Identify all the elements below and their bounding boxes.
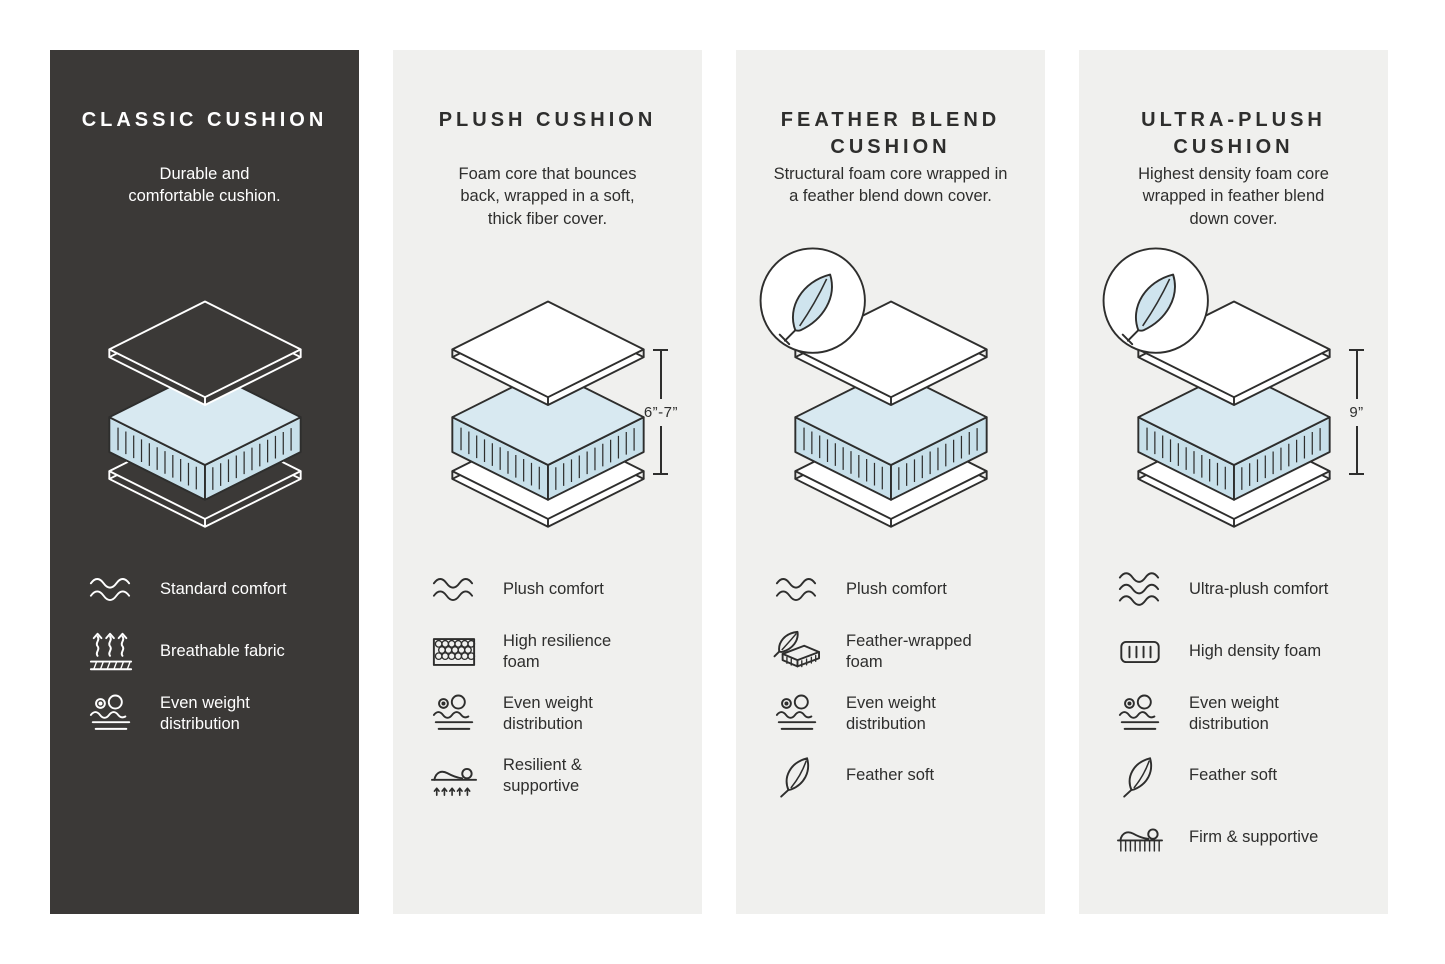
feature-row: Plush comfort bbox=[427, 567, 684, 613]
feature-row: Plush comfort bbox=[770, 567, 1027, 613]
card-classic-cushion: CLASSIC CUSHION Durable and comfortable … bbox=[50, 50, 359, 914]
feature-label: Resilient & supportive bbox=[503, 755, 582, 795]
feature-row: High resilience foam bbox=[427, 629, 684, 675]
feature-label: Ultra-plush comfort bbox=[1189, 580, 1329, 599]
cushion-illustration bbox=[50, 245, 359, 535]
high-resilience-foam-icon bbox=[427, 629, 481, 675]
feature-label: Even weight distribution bbox=[503, 693, 593, 733]
card-description: Structural foam core wrapped in a feathe… bbox=[773, 165, 1008, 206]
dimension-line bbox=[659, 425, 662, 473]
cushion-layers-diagram bbox=[759, 245, 1021, 535]
dimension-label: 6”-7” bbox=[643, 403, 678, 421]
comfort-waves-icon bbox=[84, 567, 138, 613]
feature-label: Feather soft bbox=[846, 766, 935, 785]
comfort-waves-icon bbox=[1113, 567, 1167, 613]
card-title: PLUSH CUSHION bbox=[438, 109, 657, 131]
cushion-illustration bbox=[736, 245, 1045, 535]
card-feather-blend-cushion: FEATHER BLEND CUSHION Structural foam co… bbox=[736, 50, 1045, 914]
card-description: Highest density foam core wrapped in fea… bbox=[1138, 165, 1329, 228]
feature-label: Feather-wrapped foam bbox=[846, 631, 972, 671]
feature-label: Breathable fabric bbox=[160, 642, 285, 661]
feature-label: Even weight distribution bbox=[160, 693, 250, 733]
feature-label: High density foam bbox=[1189, 642, 1322, 661]
feature-row: Feather-wrapped foam bbox=[770, 629, 1027, 675]
feature-list: Standard comfort Breathable fabric Even … bbox=[50, 567, 359, 737]
feature-row: Standard comfort bbox=[84, 567, 341, 613]
cushion-layers-diagram bbox=[75, 245, 335, 535]
breathable-fabric-icon bbox=[84, 629, 138, 675]
feature-row: Even weight distribution bbox=[770, 691, 1027, 737]
dimension-cap-bottom bbox=[653, 473, 669, 475]
feature-list: Ultra-plush comfort High density foam Ev… bbox=[1079, 567, 1388, 861]
card-description: Durable and comfortable cushion. bbox=[128, 165, 281, 206]
cushion-illustration: 6”-7” bbox=[393, 245, 702, 535]
dimension-line bbox=[1355, 351, 1358, 399]
weight-distribution-icon bbox=[427, 691, 481, 737]
dimension-line bbox=[659, 351, 662, 399]
height-dimension-marker: 9” bbox=[1349, 349, 1364, 475]
feather-icon bbox=[770, 753, 824, 799]
resilient-supportive-icon bbox=[427, 753, 481, 799]
feature-label: Standard comfort bbox=[160, 580, 287, 599]
feature-row: Even weight distribution bbox=[1113, 691, 1370, 737]
feature-row: Even weight distribution bbox=[427, 691, 684, 737]
feather-wrapped-foam-icon bbox=[770, 629, 824, 675]
weight-distribution-icon bbox=[770, 691, 824, 737]
feature-label: Plush comfort bbox=[846, 580, 947, 599]
dimension-cap-top bbox=[653, 349, 669, 351]
card-ultra-plush-cushion: ULTRA-PLUSH CUSHION Highest density foam… bbox=[1079, 50, 1388, 914]
dimension-cap-bottom bbox=[1349, 473, 1364, 475]
feature-label: Firm & supportive bbox=[1189, 828, 1319, 847]
feather-icon bbox=[1113, 753, 1167, 799]
feature-row: Even weight distribution bbox=[84, 691, 341, 737]
comfort-waves-icon bbox=[427, 567, 481, 613]
feature-label: Even weight distribution bbox=[846, 693, 936, 733]
cushion-layers-diagram bbox=[1102, 245, 1364, 535]
dimension-label: 9” bbox=[1349, 403, 1364, 421]
feature-row: Feather soft bbox=[1113, 753, 1370, 799]
feature-row: Resilient & supportive bbox=[427, 753, 684, 799]
high-density-foam-icon bbox=[1113, 629, 1167, 675]
dimension-line bbox=[1355, 425, 1358, 473]
card-title: CLASSIC CUSHION bbox=[81, 109, 328, 131]
card-title: ULTRA-PLUSH CUSHION bbox=[1141, 109, 1326, 158]
feature-row: Firm & supportive bbox=[1113, 815, 1370, 861]
weight-distribution-icon bbox=[1113, 691, 1167, 737]
weight-distribution-icon bbox=[84, 691, 138, 737]
cushion-illustration: 9” bbox=[1079, 245, 1388, 535]
feature-list: Plush comfort Feather-wrapped foam Even … bbox=[736, 567, 1045, 799]
card-title: FEATHER BLEND CUSHION bbox=[780, 109, 1001, 158]
card-plush-cushion: PLUSH CUSHION Foam core that bounces bac… bbox=[393, 50, 702, 914]
card-description: Foam core that bounces back, wrapped in … bbox=[458, 165, 637, 228]
comfort-waves-icon bbox=[770, 567, 824, 613]
cushion-layers-diagram bbox=[418, 245, 678, 535]
feature-row: High density foam bbox=[1113, 629, 1370, 675]
feature-row: Ultra-plush comfort bbox=[1113, 567, 1370, 613]
cushion-comparison-infographic: CLASSIC CUSHION Durable and comfortable … bbox=[50, 50, 1388, 914]
feature-label: Plush comfort bbox=[503, 580, 604, 599]
feature-label: Even weight distribution bbox=[1189, 693, 1279, 733]
dimension-cap-top bbox=[1349, 349, 1364, 351]
feature-label: Feather soft bbox=[1189, 766, 1278, 785]
firm-supportive-icon bbox=[1113, 815, 1167, 861]
feature-row: Feather soft bbox=[770, 753, 1027, 799]
feature-list: Plush comfort High resilience foam Even … bbox=[393, 567, 702, 799]
feature-row: Breathable fabric bbox=[84, 629, 341, 675]
feature-label: High resilience foam bbox=[503, 631, 612, 671]
height-dimension-marker: 6”-7” bbox=[644, 349, 678, 475]
